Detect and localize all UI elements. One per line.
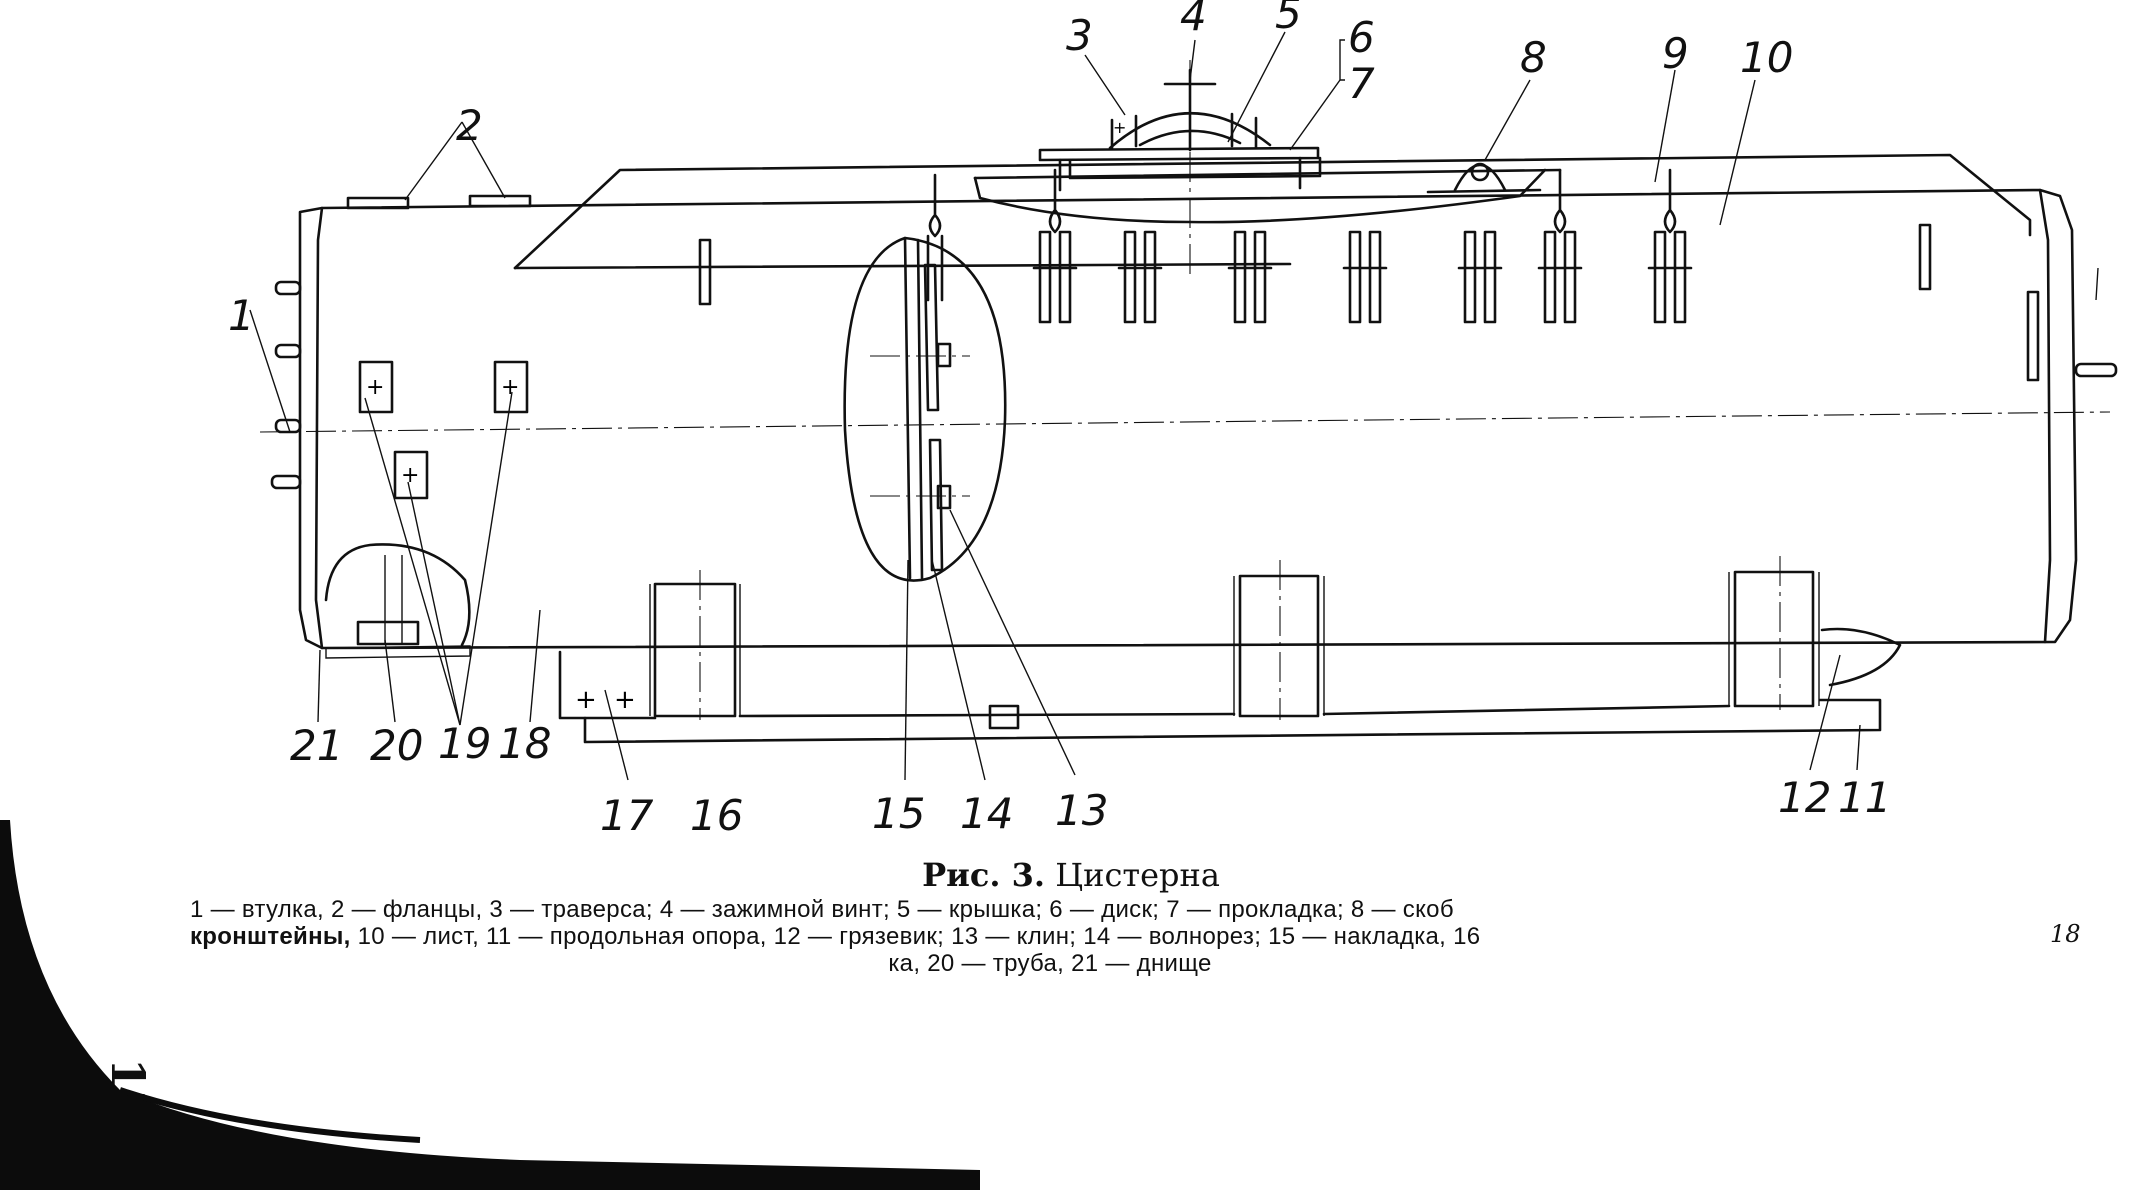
bushings [270,280,2118,490]
svg-text:+: + [366,375,384,400]
stiffener [1918,223,1932,291]
callout-20: 20 [370,721,423,770]
callout-5: 5 [1275,0,1302,38]
legend-line-2-bold: кронштейны, [190,923,351,950]
callout-11: 11 [1838,773,1891,822]
saddles [649,556,1820,720]
hook [926,173,944,302]
callout-17: 17 [600,791,654,840]
shackle [1426,162,1542,194]
figure-label: Рис. 3. [922,856,1046,894]
top-sheet [513,153,2032,270]
callout-16: 16 [690,791,743,840]
svg-text:+: + [501,375,519,400]
callout-3: 3 [1066,11,1093,60]
svg-text:+: + [401,463,419,488]
svg-text:+: + [614,685,636,715]
page-edge-shadow [0,820,980,1190]
legend-line-2-rest: 10 — лист, 11 — продольная опора, 12 — г… [350,923,1481,950]
leader-lines [249,31,1861,781]
svg-text:+: + [1113,118,1126,137]
callout-9: 9 [1662,29,1689,78]
figure-title: Цистерна [1055,856,1220,894]
callout-1: 1 [228,291,255,340]
callout-numbers: 1 2 3 4 5 6 7 8 9 10 11 12 13 14 15 16 1… [228,0,1891,840]
callout-21: 21 [290,721,343,770]
brackets [698,168,1932,324]
bracket [1032,168,1078,324]
callout-14: 14 [960,789,1013,838]
side-number: 18 [2050,920,2081,948]
callout-4: 4 [1180,0,1207,40]
legend-line-1: 1 — втулка, 2 — фланцы, 3 — траверса; 4 … [190,896,1454,923]
wave-breaker-cutout [843,236,1007,582]
mounting-pads: + + + [358,360,529,500]
callout-2: 2 [456,101,483,150]
end-detail [2026,267,2099,382]
svg-text:+: + [575,685,597,715]
pipe-cutout [324,543,471,659]
stiffener [698,238,712,306]
bracket [1227,230,1273,324]
legend-line-3: ка, 20 — труба, 21 — днище [888,950,1212,977]
tank-shell [259,188,2111,650]
callout-19: 19 [438,719,491,768]
figure-legend: 1 — втулка, 2 — фланцы, 3 — траверса; 4 … [190,896,1910,977]
callout-6: 6 [1348,13,1375,62]
callout-12: 12 [1778,773,1831,822]
sump [1820,627,1902,687]
callout-15: 15 [872,789,925,838]
bracket [1647,168,1693,324]
bracket [1342,230,1388,324]
callout-18: 18 [498,719,551,768]
callout-13: 13 [1055,786,1108,835]
bracket [1537,168,1583,324]
manhole: + [973,60,1562,275]
callout-7: 7 [1348,59,1375,108]
flanges [346,194,532,210]
legend-line-2: кронштейны, 10 — лист, 11 — продольная о… [190,923,1910,950]
longitudinal-support: + + [558,650,1882,744]
bracket [1457,230,1503,324]
bracket [1117,230,1163,324]
callout-8: 8 [1520,33,1547,82]
callout-10: 10 [1740,33,1793,82]
figure-caption: Рис. 3. Цистерна [0,856,2142,894]
